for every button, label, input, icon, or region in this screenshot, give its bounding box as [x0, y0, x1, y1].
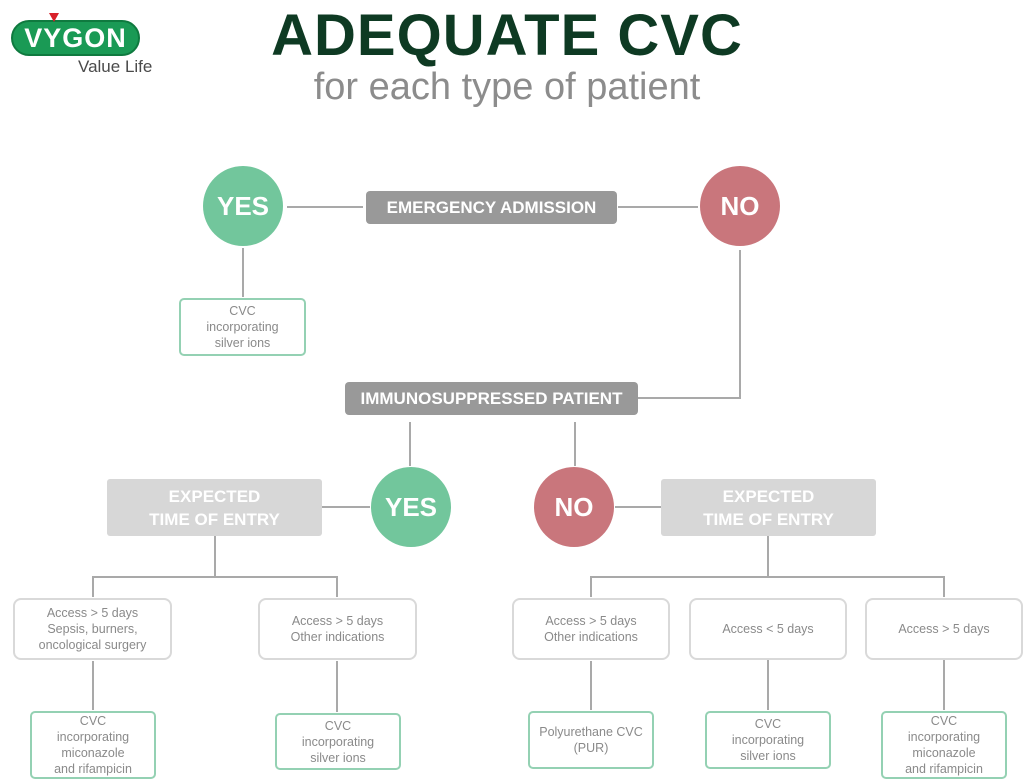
emergency-question: EMERGENCY ADMISSION	[386, 197, 597, 217]
page-title: ADEQUATE CVC	[271, 3, 743, 68]
left-condition-1-box: Access > 5 days Sepsis, burners, oncolog…	[13, 598, 172, 660]
result-line: incorporating	[206, 320, 279, 334]
emergency-yes-result-box: CVC incorporating silver ions	[179, 298, 306, 356]
banner-line: TIME OF ENTRY	[149, 509, 280, 529]
result-line: incorporating	[301, 734, 375, 749]
banner-line: TIME OF ENTRY	[703, 509, 834, 529]
left-result-1-box: CVC incorporating miconazole and rifampi…	[30, 711, 156, 779]
result-line: silver ions	[214, 336, 271, 350]
left-condition-2-box: Access > 5 days Other indications	[258, 598, 417, 660]
right-expected-time-banner: EXPECTED TIME OF ENTRY	[661, 479, 876, 536]
condition-line: Access > 5 days	[898, 622, 990, 636]
condition-line: Other indications	[544, 630, 638, 644]
right-result-3-box: CVC incorporating miconazole and rifampi…	[881, 711, 1007, 779]
banner-line: EXPECTED	[722, 486, 815, 506]
result-line: Polyurethane CVC	[539, 725, 643, 739]
result-line: incorporating	[907, 730, 981, 744]
result-line: CVC	[930, 714, 958, 728]
immuno-question: IMMUNOSUPPRESSED PATIENT	[360, 388, 623, 408]
immunosuppressed-banner: IMMUNOSUPPRESSED PATIENT	[345, 382, 638, 415]
banner-line: EXPECTED	[168, 486, 261, 506]
emergency-no-circle: NO	[700, 166, 780, 246]
result-line: incorporating	[731, 733, 805, 747]
result-line: silver ions	[310, 750, 366, 765]
result-line: CVC	[754, 717, 782, 731]
condition-line: Access < 5 days	[722, 622, 814, 636]
right-condition-2-box: Access < 5 days	[689, 598, 847, 660]
right-result-1-box: Polyurethane CVC (PUR)	[528, 711, 654, 769]
condition-line: Other indications	[290, 630, 385, 644]
immuno-no-circle: NO	[534, 467, 614, 547]
vygon-logo: VYGON	[11, 20, 140, 56]
emergency-no-label: NO	[720, 190, 760, 221]
connector-no-immuno	[638, 250, 741, 399]
result-line: miconazole	[912, 746, 976, 760]
page-subtitle: for each type of patient	[313, 66, 701, 108]
logo-text: VYGON	[24, 22, 127, 53]
connector-left-split	[92, 576, 338, 597]
connector-right-split	[590, 576, 945, 597]
condition-line: Access > 5 days	[291, 614, 384, 628]
result-line: CVC	[324, 718, 352, 733]
result-line: silver ions	[740, 749, 796, 763]
result-line: incorporating	[56, 730, 130, 744]
immuno-yes-circle: YES	[371, 467, 451, 547]
result-line: and rifampicin	[54, 762, 132, 776]
immuno-no-label: NO	[554, 491, 594, 522]
right-condition-3-box: Access > 5 days	[865, 598, 1023, 660]
condition-line: Access > 5 days	[46, 606, 139, 620]
right-condition-1-box: Access > 5 days Other indications	[512, 598, 670, 660]
result-line: CVC	[79, 714, 107, 728]
emergency-yes-circle: YES	[203, 166, 283, 246]
logo-triangle-icon	[49, 13, 59, 22]
left-result-2-box: CVC incorporating silver ions	[275, 713, 401, 770]
left-expected-time-banner: EXPECTED TIME OF ENTRY	[107, 479, 322, 536]
result-line: and rifampicin	[905, 762, 983, 776]
result-line: CVC	[229, 304, 256, 318]
result-line: (PUR)	[573, 741, 609, 755]
condition-line: oncological surgery	[38, 638, 147, 652]
emergency-admission-banner: EMERGENCY ADMISSION	[366, 191, 617, 224]
condition-line: Access > 5 days	[545, 614, 637, 628]
result-line: miconazole	[61, 746, 125, 760]
immuno-yes-label: YES	[384, 491, 438, 522]
logo-tagline: Value Life	[78, 57, 153, 76]
condition-line: Sepsis, burners,	[47, 622, 138, 636]
emergency-yes-label: YES	[216, 190, 270, 221]
right-result-2-box: CVC incorporating silver ions	[705, 711, 831, 769]
